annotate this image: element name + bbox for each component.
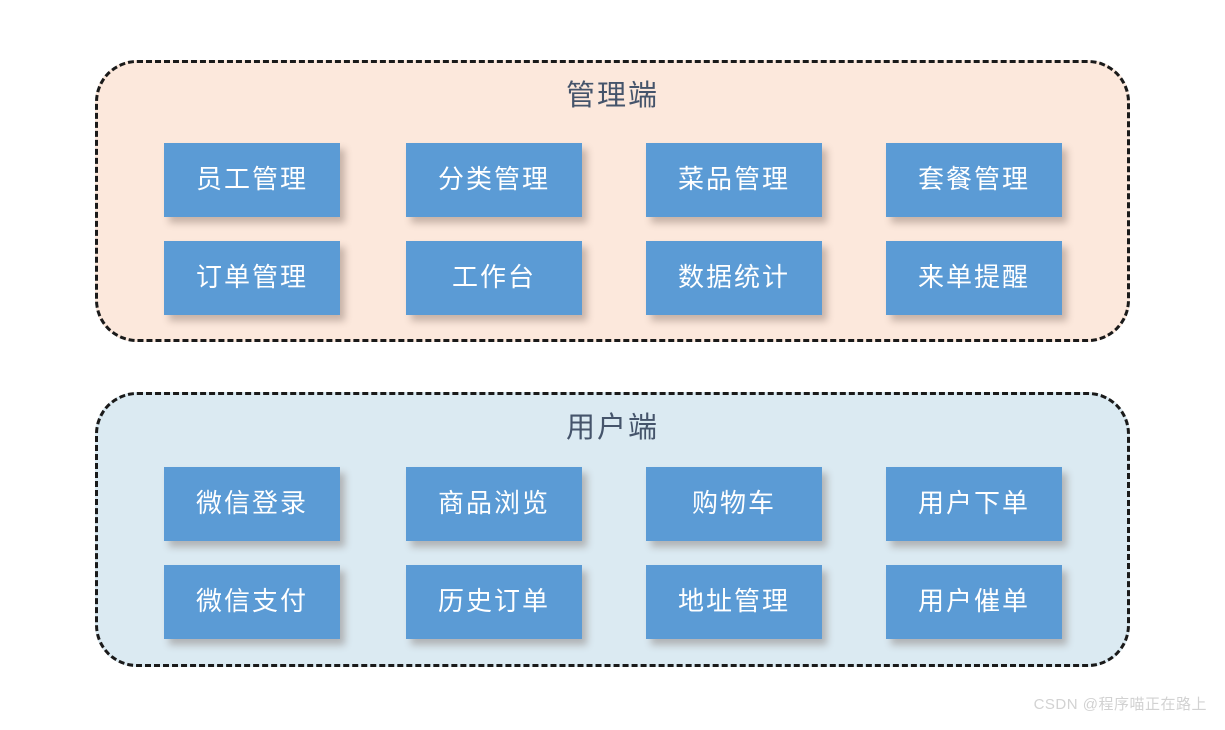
- module-box-combo-management[interactable]: 套餐管理: [886, 143, 1062, 217]
- panel-admin-title: 管理端: [565, 80, 659, 112]
- module-box-category-management[interactable]: 分类管理: [406, 143, 582, 217]
- panel-user: 用户端 微信登录 商品浏览 购物车 用户下单 微信支付 历史订单 地址管理 用户…: [95, 392, 1130, 667]
- module-row: 员工管理 分类管理 菜品管理 套餐管理: [98, 143, 1127, 241]
- module-box-wechat-payment[interactable]: 微信支付: [164, 565, 340, 639]
- module-box-dish-management[interactable]: 菜品管理: [646, 143, 822, 217]
- module-box-employee-management[interactable]: 员工管理: [164, 143, 340, 217]
- module-box-product-browsing[interactable]: 商品浏览: [406, 467, 582, 541]
- module-box-user-order-urge[interactable]: 用户催单: [886, 565, 1062, 639]
- module-box-address-management[interactable]: 地址管理: [646, 565, 822, 639]
- panel-user-title: 用户端: [565, 412, 659, 444]
- module-row: 微信支付 历史订单 地址管理 用户催单: [98, 565, 1127, 663]
- watermark-text: CSDN @程序喵正在路上: [1033, 696, 1207, 713]
- panel-admin: 管理端 员工管理 分类管理 菜品管理 套餐管理 订单管理 工作台 数据统计 来单…: [95, 60, 1130, 342]
- module-box-shopping-cart[interactable]: 购物车: [646, 467, 822, 541]
- module-box-order-history[interactable]: 历史订单: [406, 565, 582, 639]
- module-box-order-management[interactable]: 订单管理: [164, 241, 340, 315]
- module-row: 微信登录 商品浏览 购物车 用户下单: [98, 467, 1127, 565]
- module-box-workbench[interactable]: 工作台: [406, 241, 582, 315]
- module-box-data-statistics[interactable]: 数据统计: [646, 241, 822, 315]
- module-box-new-order-reminder[interactable]: 来单提醒: [886, 241, 1062, 315]
- module-box-wechat-login[interactable]: 微信登录: [164, 467, 340, 541]
- module-row: 订单管理 工作台 数据统计 来单提醒: [98, 241, 1127, 339]
- panel-user-module-grid: 微信登录 商品浏览 购物车 用户下单 微信支付 历史订单 地址管理 用户催单: [98, 467, 1127, 663]
- panel-admin-module-grid: 员工管理 分类管理 菜品管理 套餐管理 订单管理 工作台 数据统计 来单提醒: [98, 143, 1127, 339]
- module-box-user-place-order[interactable]: 用户下单: [886, 467, 1062, 541]
